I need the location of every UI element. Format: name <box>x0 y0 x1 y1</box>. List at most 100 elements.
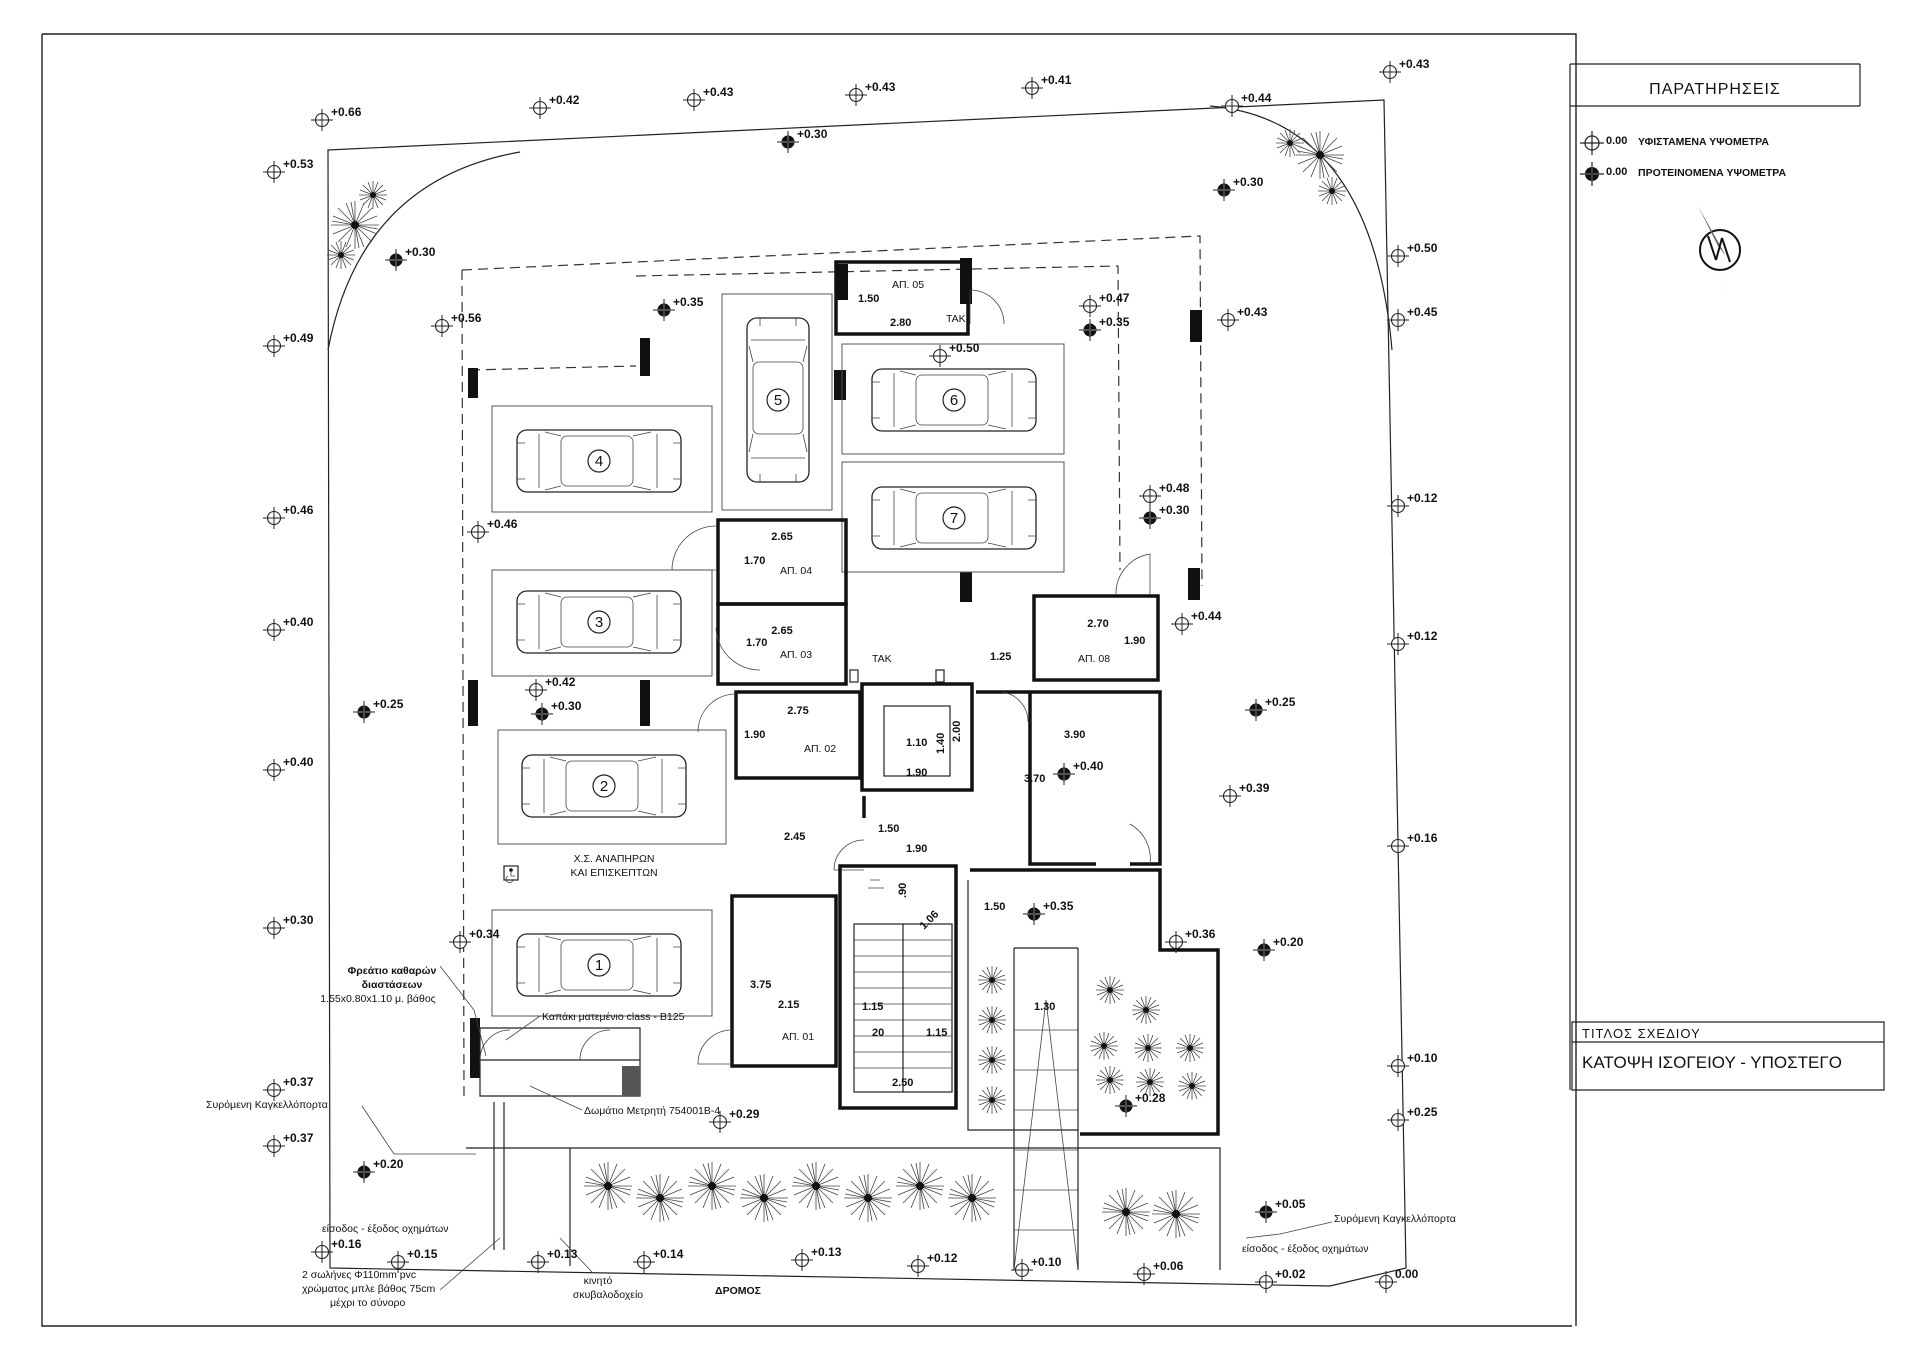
dim-ap02-h: 1.90 <box>744 729 765 741</box>
level-marker: +0.10 <box>1011 1255 1062 1281</box>
parking-space-2: 2 <box>521 754 687 818</box>
legend-proposed-value: 0.00 <box>1606 166 1627 178</box>
level-value: +0.46 <box>487 517 518 531</box>
level-value: +0.45 <box>1407 305 1438 319</box>
dim-ap08-w: 2.70 <box>1087 618 1108 630</box>
level-marker: +0.40 <box>263 755 314 781</box>
parking-number-5: 5 <box>774 392 782 409</box>
level-marker: +0.46 <box>263 503 314 529</box>
level-value: +0.02 <box>1275 1267 1306 1281</box>
level-value: +0.46 <box>283 503 314 517</box>
note-road: ΔΡΟΜΟΣ <box>715 1285 761 1297</box>
level-value: +0.14 <box>653 1247 684 1261</box>
disabled-parking-line-1: Χ.Σ. ΑΝΑΠΗΡΩΝ <box>574 853 655 865</box>
level-value: +0.30 <box>797 127 828 141</box>
level-marker: +0.50 <box>929 341 980 367</box>
remarks-title: ΠΑΡΑΤΗΡΗΣΕΙΣ <box>1649 81 1781 98</box>
north-arrow-icon <box>1698 206 1741 300</box>
legend-existing-value: 0.00 <box>1606 135 1627 147</box>
note-meter-room: Δωμάτιο Μετρητή 754001B-4 <box>584 1105 720 1117</box>
level-marker: +0.35 <box>1079 315 1130 341</box>
note-manhole-1: Φρεάτιο καθαρών <box>348 965 437 977</box>
level-marker: +0.43 <box>1379 57 1430 83</box>
level-marker: +0.42 <box>525 675 576 701</box>
room-label-ap02: ΑΠ. 02 <box>804 743 836 755</box>
tak-2-cell: ΤΑΚ 1.25 <box>849 651 1011 683</box>
dim-3-75: 3.75 <box>750 979 771 991</box>
level-marker: +0.37 <box>263 1131 314 1157</box>
entrance-strip <box>466 1027 1221 1270</box>
lobby: 3.90 3.70 2.45 1.50 1.90 <box>784 690 1162 871</box>
level-marker: +0.30 <box>531 699 582 725</box>
dim-1-40: 1.40 <box>935 733 947 754</box>
level-marker: +0.30 <box>777 127 828 153</box>
parking-number-6: 6 <box>950 392 958 409</box>
parking-space-1: 1 <box>516 933 682 997</box>
drawing-title: ΚΑΤΟΨΗ ΙΣΟΓΕΙΟΥ - ΥΠΟΣΤΕΓΟ <box>1582 1053 1842 1072</box>
level-value: +0.50 <box>949 341 980 355</box>
level-value: +0.37 <box>283 1075 314 1089</box>
level-value: +0.66 <box>331 105 362 119</box>
parking-number-7: 7 <box>950 510 958 527</box>
level-marker: +0.35 <box>1023 899 1074 925</box>
dim-1-90-b: 1.90 <box>906 843 927 855</box>
storage-ap01: ΑΠ. 01 3.75 2.15 <box>697 894 838 1068</box>
tree-icon <box>1275 128 1347 206</box>
level-marker: +0.42 <box>529 93 580 119</box>
parking-number-5-mark: 5 <box>766 388 790 412</box>
dim-1-25: 1.25 <box>990 651 1011 663</box>
dim-0-90: .90 <box>897 883 909 898</box>
level-marker: +0.20 <box>1253 935 1304 961</box>
level-marker: +0.43 <box>1217 305 1268 331</box>
note-entry-right: είσοδος - έξοδος οχημάτων <box>1242 1243 1369 1255</box>
level-marker: +0.53 <box>263 157 314 183</box>
planter-courtyard: 1.50 1.30 <box>967 868 1220 1271</box>
level-value: +0.25 <box>1265 695 1296 709</box>
level-marker: +0.48 <box>1139 481 1190 507</box>
level-marker: +0.43 <box>845 80 896 106</box>
level-marker: +0.05 <box>1255 1197 1306 1223</box>
storage-ap02: ΑΠ. 02 2.75 1.90 <box>697 690 862 780</box>
level-value: +0.48 <box>1159 481 1190 495</box>
level-value: +0.35 <box>1043 899 1074 913</box>
dim-3-70: 3.70 <box>1024 773 1045 785</box>
storage-ap03: ΑΠ. 03 2.65 1.70 <box>715 602 848 686</box>
level-marker: +0.02 <box>1255 1267 1306 1293</box>
level-marker: +0.36 <box>1165 927 1216 953</box>
level-value: +0.42 <box>545 675 576 689</box>
room-label-tak-1: ΤΑΚ <box>946 313 966 325</box>
level-value: 0.00 <box>1395 1267 1419 1281</box>
level-value: +0.10 <box>1031 1255 1062 1269</box>
level-marker: +0.39 <box>1219 781 1270 807</box>
dim-2-00: 2.00 <box>951 721 963 742</box>
dim-1-15-b: 1.15 <box>926 1027 947 1039</box>
parking-number-4: 4 <box>595 453 603 470</box>
legend-proposed-label: ΠΡΟΤΕΙΝΟΜΕΝΑ ΥΨΟΜΕΤΡΑ <box>1638 167 1787 179</box>
shrub-icon <box>583 1161 1201 1239</box>
level-marker: 0.00 <box>1375 1267 1419 1293</box>
dim-3-90: 3.90 <box>1064 729 1085 741</box>
level-marker: +0.37 <box>263 1075 314 1101</box>
level-marker: +0.50 <box>1387 241 1438 267</box>
level-value: +0.25 <box>373 697 404 711</box>
level-value: +0.12 <box>1407 629 1438 643</box>
level-value: +0.12 <box>1407 491 1438 505</box>
note-manhole-3: 1.55x0.80x1.10 μ. βάθος <box>320 993 435 1005</box>
note-cover: Καπάκι ματεμένιο class - B125 <box>542 1011 685 1023</box>
level-value: +0.39 <box>1239 781 1270 795</box>
level-marker: +0.16 <box>311 1237 362 1263</box>
note-bin-2: σκυβαλοδοχείο <box>573 1289 643 1301</box>
level-marker: +0.30 <box>263 913 314 939</box>
level-marker: +0.25 <box>1387 1105 1438 1131</box>
dim-ap05-h: 1.50 <box>858 293 879 305</box>
dim-1-90-lift: 1.90 <box>906 767 927 779</box>
storage-ap08: ΑΠ. 08 2.70 1.90 <box>1032 553 1160 682</box>
level-marker: +0.13 <box>791 1245 842 1271</box>
level-marker: +0.56 <box>431 311 482 337</box>
level-value: +0.30 <box>283 913 314 927</box>
level-marker: +0.29 <box>709 1107 760 1133</box>
dim-1-50-b: 1.50 <box>984 901 1005 913</box>
level-value: +0.50 <box>1407 241 1438 255</box>
dim-1-15-a: 1.15 <box>862 1001 883 1013</box>
